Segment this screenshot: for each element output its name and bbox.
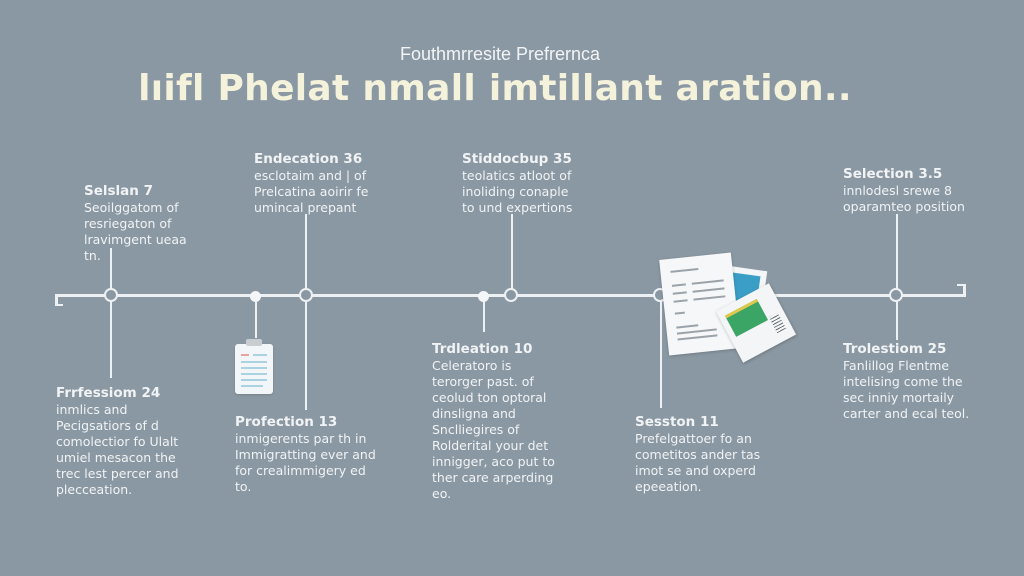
timeline-label-top: Endecation 36 esclotaim and | of Prelcat…	[254, 150, 368, 216]
label-heading: Trdleation 10	[432, 341, 533, 357]
label-heading: Selslan 7	[84, 183, 153, 199]
label-heading: Sesston 11	[635, 414, 719, 430]
label-heading: Selection 3.5	[843, 166, 943, 182]
label-body: inmlics and Pecigsatiors of d comolectio…	[56, 402, 179, 497]
timeline-label-bottom: Profection 13 inmigerents par th in Immi…	[235, 413, 376, 495]
label-heading: Endecation 36	[254, 151, 363, 167]
label-body: teolatics atloot of inoliding conaple to…	[462, 168, 573, 215]
timeline-start-cap	[55, 294, 58, 306]
label-heading: Trolestiom 25	[843, 341, 947, 357]
timeline-node	[889, 288, 903, 302]
page-title: lıifl Phelat nmall imtillant aration..	[138, 68, 852, 109]
label-heading: Frrfessiom 24	[56, 385, 161, 401]
connector-line	[511, 214, 513, 296]
label-heading: Profection 13	[235, 414, 338, 430]
timeline-label-bottom: Sesston 11 Prefelgattoer fo an cometitos…	[635, 413, 760, 495]
timeline-node	[299, 288, 313, 302]
label-body: innlodesl srewe 8 oparamteo position	[843, 183, 965, 214]
connector-line	[305, 214, 307, 410]
label-body: Seoilggatom of resriegaton of lravimgent…	[84, 200, 187, 263]
connector-line	[255, 296, 257, 338]
timeline-end-cap	[963, 284, 966, 297]
documents-icon	[659, 250, 797, 363]
subtitle: Fouthmrresite Prefrernca	[399, 44, 601, 64]
timeline-label-top: Selslan 7 Seoilggatom of resriegaton of …	[84, 182, 187, 264]
connector-line	[110, 248, 112, 378]
label-body: inmigerents par th in Immigratting ever …	[235, 431, 376, 494]
timeline-start-cap-foot	[55, 304, 63, 306]
timeline-label-bottom: Trdleation 10 Celeratoro is terorger pas…	[432, 340, 555, 502]
connector-line	[896, 214, 898, 340]
label-body: esclotaim and | of Prelcatina aoirir fe …	[254, 168, 369, 215]
timeline-label-top: Stiddocbup 35 teolatics atloot of inolid…	[462, 150, 572, 216]
timeline-dot	[478, 291, 489, 302]
timeline-label-bottom: Trolestiom 25 Fanlillog Flentme intelisi…	[843, 340, 969, 422]
connector-line	[660, 296, 662, 408]
timeline-end-cap-top	[957, 284, 966, 286]
label-body: Prefelgattoer fo an cometitos ander tas …	[635, 431, 761, 494]
timeline-dot	[250, 291, 261, 302]
clipboard-icon	[235, 339, 273, 394]
timeline-label-bottom: Frrfessiom 24 inmlics and Pecigsatiors o…	[56, 384, 179, 498]
label-body: Fanlillog Flentme intelising come the se…	[843, 358, 970, 421]
timeline-label-top: Selection 3.5 innlodesl srewe 8 oparamte…	[843, 165, 965, 215]
timeline-node	[504, 288, 518, 302]
timeline-node	[104, 288, 118, 302]
label-body: Celeratoro is terorger past. of ceolud t…	[432, 358, 555, 501]
connector-line	[483, 296, 485, 332]
label-heading: Stiddocbup 35	[462, 151, 572, 167]
